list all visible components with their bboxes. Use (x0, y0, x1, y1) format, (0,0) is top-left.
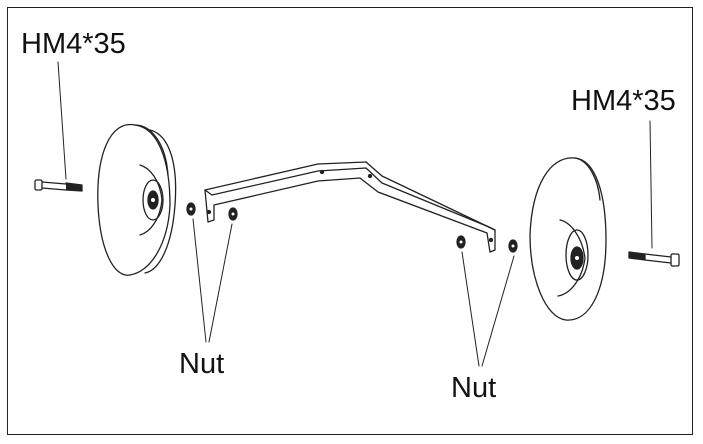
label-bolt-left: HM4*35 (21, 28, 126, 60)
right-wheel (529, 157, 607, 321)
label-nut-right: Nut (451, 372, 497, 404)
leader-bolt-left (57, 61, 67, 180)
leader-nut-right-a (461, 251, 480, 367)
left-bolt (34, 179, 83, 192)
leader-bolt-right (649, 120, 653, 249)
leader-nut-right-b (481, 255, 515, 367)
right-nuts (456, 235, 518, 253)
left-nuts (186, 202, 238, 221)
axle-bracket (204, 161, 496, 253)
right-bolt (628, 251, 680, 267)
leader-lines (57, 61, 653, 367)
diagram-frame (7, 7, 693, 435)
leader-nut-left-a (192, 218, 207, 343)
left-wheel (97, 123, 177, 276)
label-nut-left: Nut (179, 348, 225, 380)
label-bolt-right: HM4*35 (571, 85, 676, 117)
leader-nut-left-b (208, 223, 233, 343)
